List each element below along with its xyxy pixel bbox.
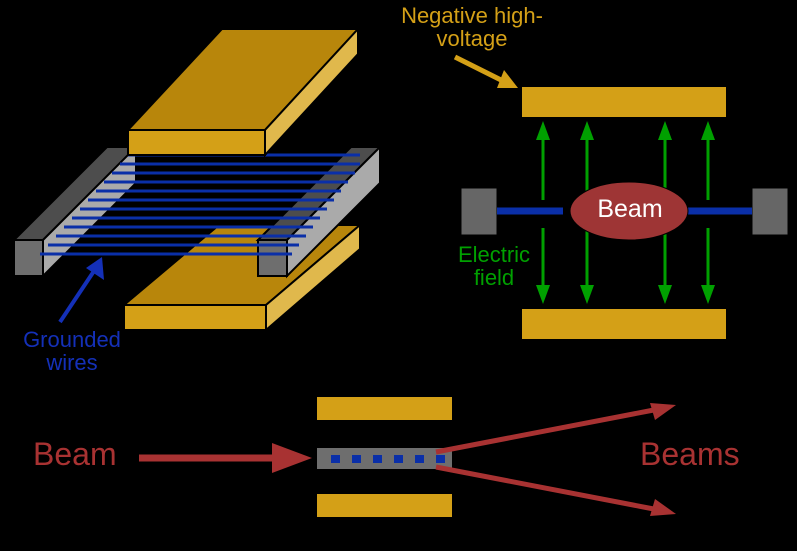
splitter-panel <box>139 395 676 519</box>
grounded-wires-label-line1: Grounded <box>23 327 121 352</box>
output-beams-label: Beams <box>640 436 740 472</box>
upper-gold-electrode <box>520 85 728 119</box>
electric-field-label-line2: field <box>473 265 515 291</box>
incoming-beam-arrow <box>139 443 312 473</box>
splitter-lower-plate <box>315 492 454 519</box>
high-voltage-label-line1: Negative high- <box>401 3 543 28</box>
right-gray-block <box>751 187 789 236</box>
lower-gold-electrode <box>520 307 728 341</box>
input-beam-label: Beam <box>33 436 117 472</box>
left-gray-rail <box>11 144 139 279</box>
field-arrow-4 <box>701 121 715 304</box>
field-arrow-1 <box>536 121 550 304</box>
splitter-upper-plate <box>315 395 454 422</box>
grounded-wires-arrow <box>58 257 104 324</box>
cross-section-panel <box>453 54 789 341</box>
grounded-wires-label-line2: wires <box>46 350 98 376</box>
outgoing-beam-arrow-upper <box>435 403 676 455</box>
wire-grid-bar <box>315 446 454 471</box>
high-voltage-label-line2: voltage <box>436 26 508 52</box>
high-voltage-label: Negative high-voltage <box>372 4 572 50</box>
perspective-panel <box>11 26 383 333</box>
left-gray-block <box>460 187 498 236</box>
outgoing-beam-arrow-lower <box>435 464 676 516</box>
electric-field-label-line1: Electric <box>457 242 531 267</box>
bottom-gold-plate <box>121 222 363 333</box>
field-arrow-2 <box>580 121 594 304</box>
beam-ellipse <box>569 181 689 241</box>
high-voltage-arrow <box>453 54 518 88</box>
beam-ellipse-label: Beam <box>597 195 663 223</box>
top-gold-plate <box>125 26 361 158</box>
